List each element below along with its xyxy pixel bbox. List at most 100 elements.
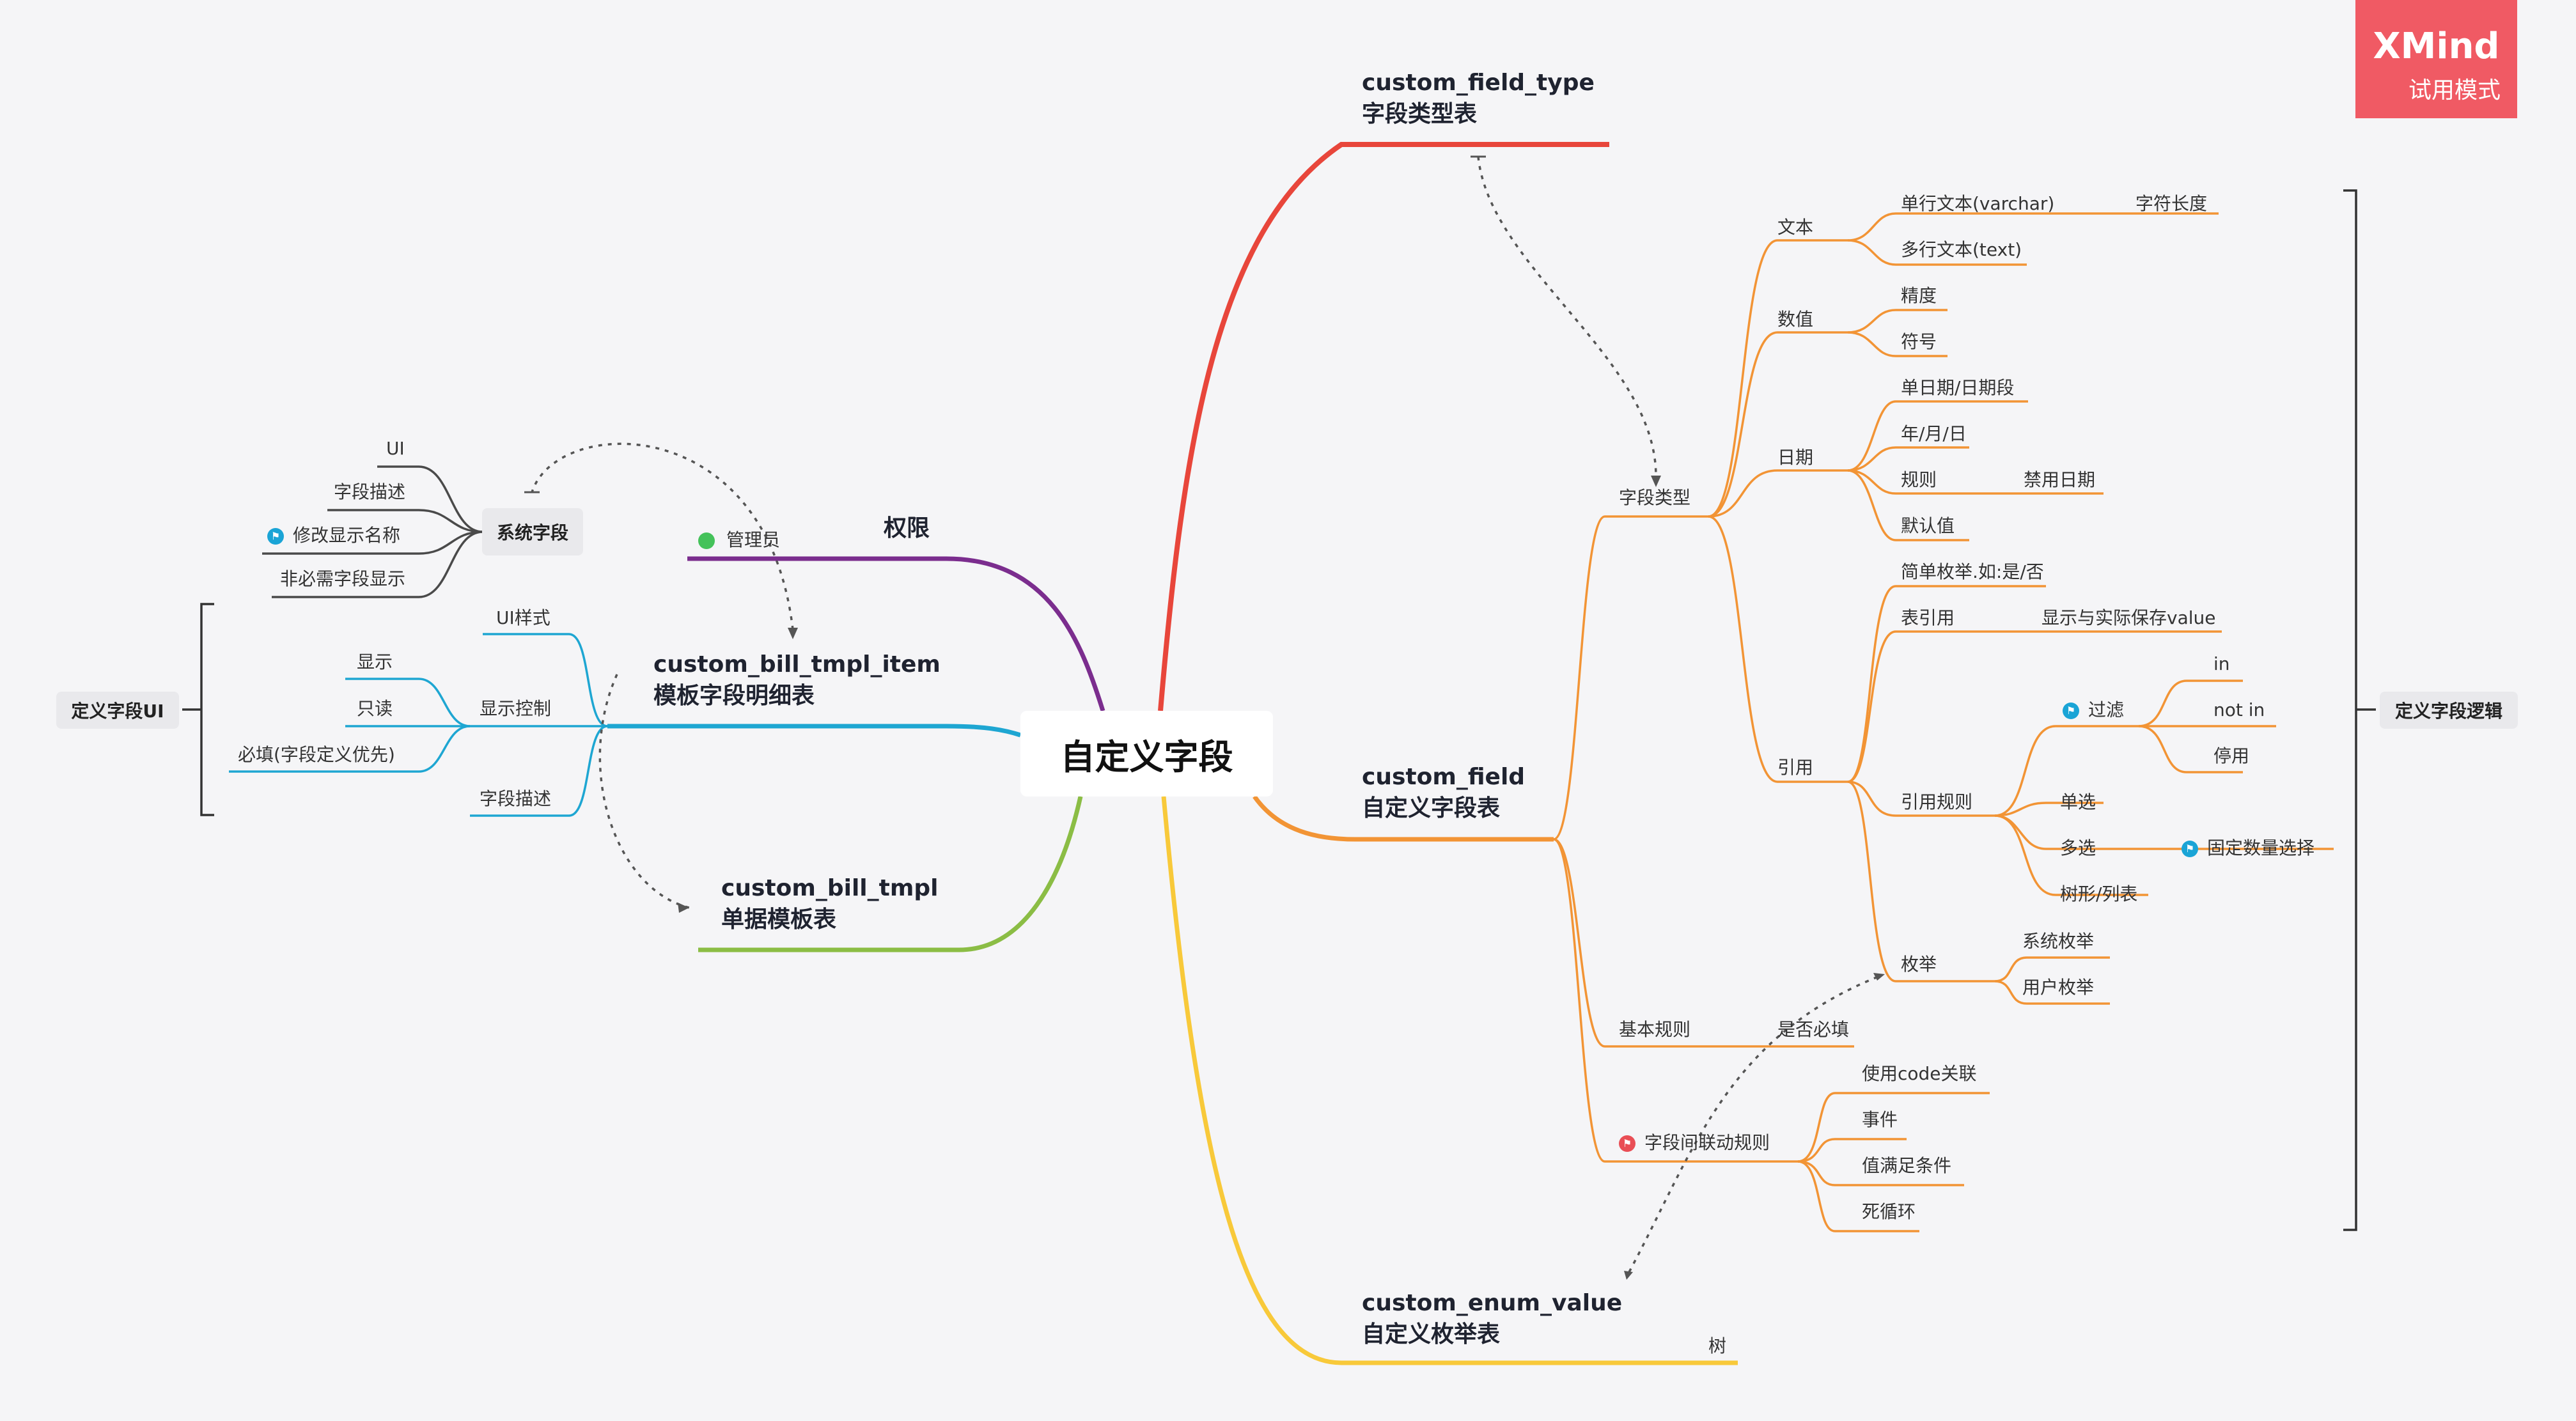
branch-permission bbox=[687, 556, 1105, 712]
topic-system-fields[interactable]: 系统字段 bbox=[482, 508, 583, 555]
topic-enum[interactable]: 枚举 bbox=[1901, 954, 1937, 975]
topic-linkage[interactable]: ⚑字段间联动规则 bbox=[1619, 1134, 1770, 1152]
wire-number bbox=[1708, 331, 1848, 518]
topic-permission[interactable]: 权限 bbox=[884, 515, 930, 541]
wire-field-type bbox=[1553, 515, 1708, 841]
topic-display-control[interactable]: 显示控制 bbox=[480, 698, 552, 719]
wire-enum bbox=[1847, 780, 1995, 982]
topic-optional-field-display[interactable]: 非必需字段显示 bbox=[280, 568, 406, 589]
topic-tree-list[interactable]: 树形/列表 bbox=[2060, 883, 2138, 905]
topic-rename-display[interactable]: ⚑修改显示名称 bbox=[267, 527, 400, 545]
topic-rule[interactable]: 规则 bbox=[1901, 469, 1937, 490]
topic-show[interactable]: 显示 bbox=[357, 651, 393, 672]
wire-description bbox=[470, 725, 608, 817]
wire-text bbox=[1708, 239, 1848, 518]
blue-flag-icon: ⚑ bbox=[2182, 841, 2198, 857]
topic-single-select[interactable]: 单选 bbox=[2060, 791, 2096, 812]
wire-rename bbox=[262, 531, 483, 555]
topic-in[interactable]: in bbox=[2213, 653, 2230, 674]
topic-not-in[interactable]: not in bbox=[2213, 699, 2265, 720]
topic-fixed-count-label: 固定数量选择 bbox=[2207, 837, 2315, 858]
topic-name: custom_field_type bbox=[1362, 70, 1595, 96]
topic-default-value[interactable]: 默认值 bbox=[1901, 515, 1955, 536]
wire-basic-rule bbox=[1553, 838, 1854, 1048]
topic-precision[interactable]: 精度 bbox=[1901, 285, 1937, 306]
wire-precision bbox=[1847, 309, 1948, 334]
xmind-trial-watermark: XMind 试用模式 bbox=[2355, 0, 2517, 118]
topic-basic-rule[interactable]: 基本规则 bbox=[1619, 1019, 1691, 1040]
wire-single-line bbox=[1847, 212, 2104, 242]
topic-display-save[interactable]: 显示与实际保存value bbox=[2041, 607, 2216, 628]
wire-date bbox=[1708, 469, 1848, 518]
topic-user-enum[interactable]: 用户枚举 bbox=[2022, 977, 2095, 998]
wire-ref-rule bbox=[1847, 780, 1995, 817]
topic-custom-enum-value[interactable]: custom_enum_value 自定义枚举表 bbox=[1362, 1288, 1622, 1350]
topic-custom-bill-tmpl[interactable]: custom_bill_tmpl 单据模板表 bbox=[721, 873, 938, 935]
topic-required[interactable]: 是否必填 bbox=[1777, 1019, 1850, 1040]
topic-name: custom_bill_tmpl bbox=[721, 875, 939, 901]
topic-single-date[interactable]: 单日期/日期段 bbox=[1901, 377, 2015, 398]
topic-required-field[interactable]: 必填(字段定义优先) bbox=[238, 744, 395, 765]
wire-rule bbox=[1847, 469, 2036, 495]
topic-event[interactable]: 事件 bbox=[1862, 1109, 1898, 1130]
topic-ui[interactable]: UI bbox=[386, 438, 405, 459]
topic-char-length[interactable]: 字符长度 bbox=[2135, 193, 2208, 214]
topic-admin[interactable]: 管理员 bbox=[698, 531, 780, 549]
summary-logic[interactable]: 定义字段逻辑 bbox=[2380, 692, 2518, 729]
topic-multi-line[interactable]: 多行文本(text) bbox=[1901, 239, 2022, 260]
topic-custom-bill-tmpl-item[interactable]: custom_bill_tmpl_item 模板字段明细表 bbox=[653, 649, 941, 711]
wire-table-ref bbox=[1847, 630, 2030, 783]
wire-single-date bbox=[1847, 400, 2028, 472]
topic-fixed-count[interactable]: ⚑ 固定数量选择 bbox=[2182, 839, 2314, 857]
wire-condition bbox=[1797, 1160, 1964, 1186]
topic-text[interactable]: 文本 bbox=[1777, 217, 1814, 238]
topic-cn: 自定义枚举表 bbox=[1362, 1321, 1501, 1347]
topic-sign[interactable]: 符号 bbox=[1901, 331, 1937, 352]
red-flag-icon: ⚑ bbox=[1619, 1135, 1635, 1152]
wire-system-enum bbox=[1994, 956, 2110, 982]
branch-field bbox=[1253, 795, 1554, 842]
topic-name: custom_field bbox=[1362, 764, 1526, 790]
topic-admin-label: 管理员 bbox=[726, 529, 781, 550]
branch-tmpl bbox=[698, 796, 1083, 952]
topic-single-line[interactable]: 单行文本(varchar) bbox=[1901, 193, 2055, 214]
topic-custom-field[interactable]: custom_field 自定义字段表 bbox=[1362, 762, 1525, 824]
topic-multi-select[interactable]: 多选 bbox=[2060, 837, 2096, 858]
topic-dead-loop[interactable]: 死循环 bbox=[1862, 1201, 1916, 1222]
wire-sign bbox=[1847, 331, 1948, 357]
topic-date[interactable]: 日期 bbox=[1777, 447, 1814, 468]
wire-multi-line bbox=[1847, 239, 2027, 266]
green-dot-icon bbox=[698, 532, 715, 549]
topic-field-description[interactable]: 字段描述 bbox=[334, 481, 406, 502]
topic-description[interactable]: 字段描述 bbox=[480, 788, 552, 809]
topic-ui-style[interactable]: UI样式 bbox=[496, 607, 550, 628]
topic-simple-enum[interactable]: 简单枚举.如:是/否 bbox=[1901, 561, 2044, 582]
topic-custom-field-type[interactable]: custom_field_type 字段类型表 bbox=[1362, 68, 1595, 130]
wire-ui-style bbox=[483, 633, 608, 727]
topic-table-ref[interactable]: 表引用 bbox=[1901, 607, 1955, 628]
topic-tree[interactable]: 树 bbox=[1708, 1335, 1727, 1356]
topic-name: custom_enum_value bbox=[1362, 1290, 1623, 1316]
wire-dead-loop bbox=[1797, 1160, 1919, 1232]
summary-ui[interactable]: 定义字段UI bbox=[56, 692, 179, 729]
topic-use-code[interactable]: 使用code关联 bbox=[1862, 1063, 1977, 1084]
topic-readonly[interactable]: 只读 bbox=[357, 698, 393, 719]
topic-cn: 字段类型表 bbox=[1362, 100, 1478, 127]
topic-condition[interactable]: 值满足条件 bbox=[1862, 1155, 1952, 1176]
topic-disabled-date[interactable]: 禁用日期 bbox=[2024, 469, 2096, 490]
topic-system-enum[interactable]: 系统枚举 bbox=[2022, 931, 2095, 952]
central-topic[interactable]: 自定义字段 bbox=[1020, 711, 1273, 796]
branch-field-type bbox=[1158, 142, 1609, 711]
topic-filter-label: 过滤 bbox=[2088, 699, 2125, 720]
topic-filter[interactable]: ⚑过滤 bbox=[2063, 701, 2124, 719]
topic-disable[interactable]: 停用 bbox=[2213, 745, 2250, 766]
topic-reference[interactable]: 引用 bbox=[1777, 757, 1814, 778]
topic-cn: 自定义字段表 bbox=[1362, 795, 1501, 821]
bracket-ui bbox=[182, 603, 214, 816]
topic-number[interactable]: 数值 bbox=[1777, 309, 1814, 330]
branch-tmpl-item bbox=[607, 724, 1022, 738]
topic-field-type[interactable]: 字段类型 bbox=[1619, 487, 1691, 508]
topic-ymd[interactable]: 年/月/日 bbox=[1901, 423, 1967, 444]
topic-ref-rule[interactable]: 引用规则 bbox=[1901, 791, 1973, 812]
wire-filter bbox=[1994, 725, 2139, 817]
